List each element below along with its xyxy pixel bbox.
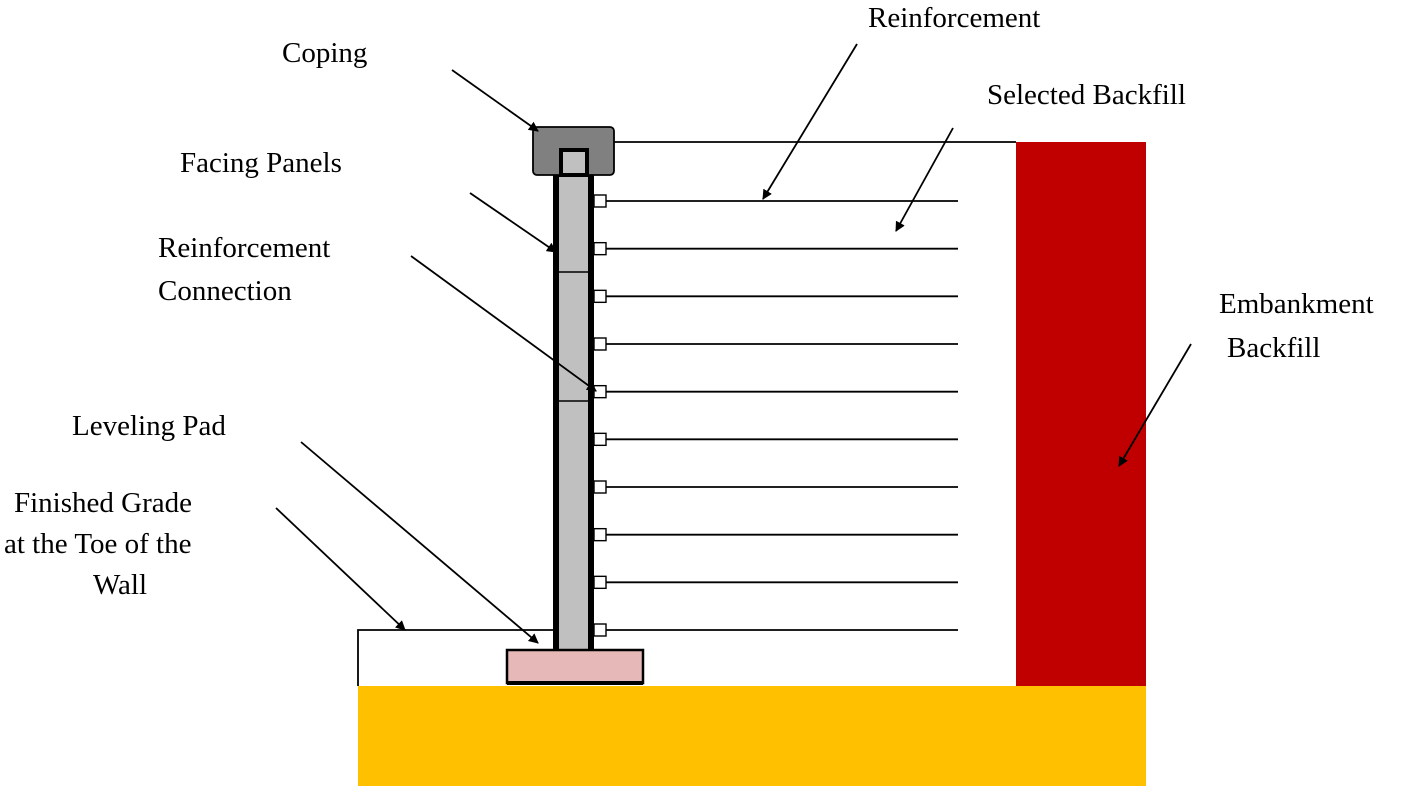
finished-grade-line — [357, 629, 556, 686]
embankment-backfill-zone — [1016, 142, 1146, 686]
reinforcement-connector — [593, 337, 607, 351]
finished-grade-arrow — [275, 507, 406, 631]
finished-grade-label-line1: Finished Grade — [14, 487, 192, 519]
reinforcement-label: Reinforcement — [868, 2, 1040, 34]
selected-backfill-arrow — [895, 127, 954, 232]
reinforcement-connector — [593, 527, 607, 542]
reinforcement-connector — [593, 241, 607, 256]
facing-panel-wall — [553, 147, 594, 657]
reinforcement-connector — [593, 432, 607, 447]
coping-arrow — [451, 69, 539, 132]
reinforcement-connector — [593, 194, 607, 208]
finished-grade-label-line2: at the Toe of the — [4, 528, 191, 560]
reinforcement-connector — [593, 480, 607, 494]
reinforcement-connector — [593, 623, 607, 637]
embankment-backfill-arrow — [1118, 343, 1192, 467]
selected-backfill-label: Selected Backfill — [987, 79, 1186, 111]
reinforcement-connection-label-line2: Connection — [158, 275, 292, 307]
reinforcement-connection-arrow — [410, 255, 597, 392]
reinforcement-connection-label-line1: Reinforcement — [158, 232, 330, 264]
coping-label: Coping — [282, 37, 367, 69]
reinforcement-connector — [593, 289, 607, 304]
leveling-pad — [505, 648, 645, 685]
embankment-backfill-label-line1: Embankment — [1219, 288, 1374, 320]
facing-panels-label: Facing Panels — [180, 147, 342, 179]
leveling-pad-label: Leveling Pad — [72, 410, 226, 442]
reinforcement-connector — [593, 384, 607, 399]
reinforcement-connector — [593, 575, 607, 590]
coping-recess — [559, 148, 589, 177]
facing-panel-joints — [559, 271, 588, 402]
reinforcement-arrow — [762, 43, 858, 200]
embankment-backfill-label-line2: Backfill — [1227, 332, 1320, 364]
facing-panels-arrow — [469, 192, 557, 253]
foundation-soil — [358, 686, 1146, 786]
leveling-pad-arrow — [300, 441, 539, 644]
finished-grade-label-line3: Wall — [93, 569, 147, 601]
reinforcement-strips — [591, 194, 958, 637]
